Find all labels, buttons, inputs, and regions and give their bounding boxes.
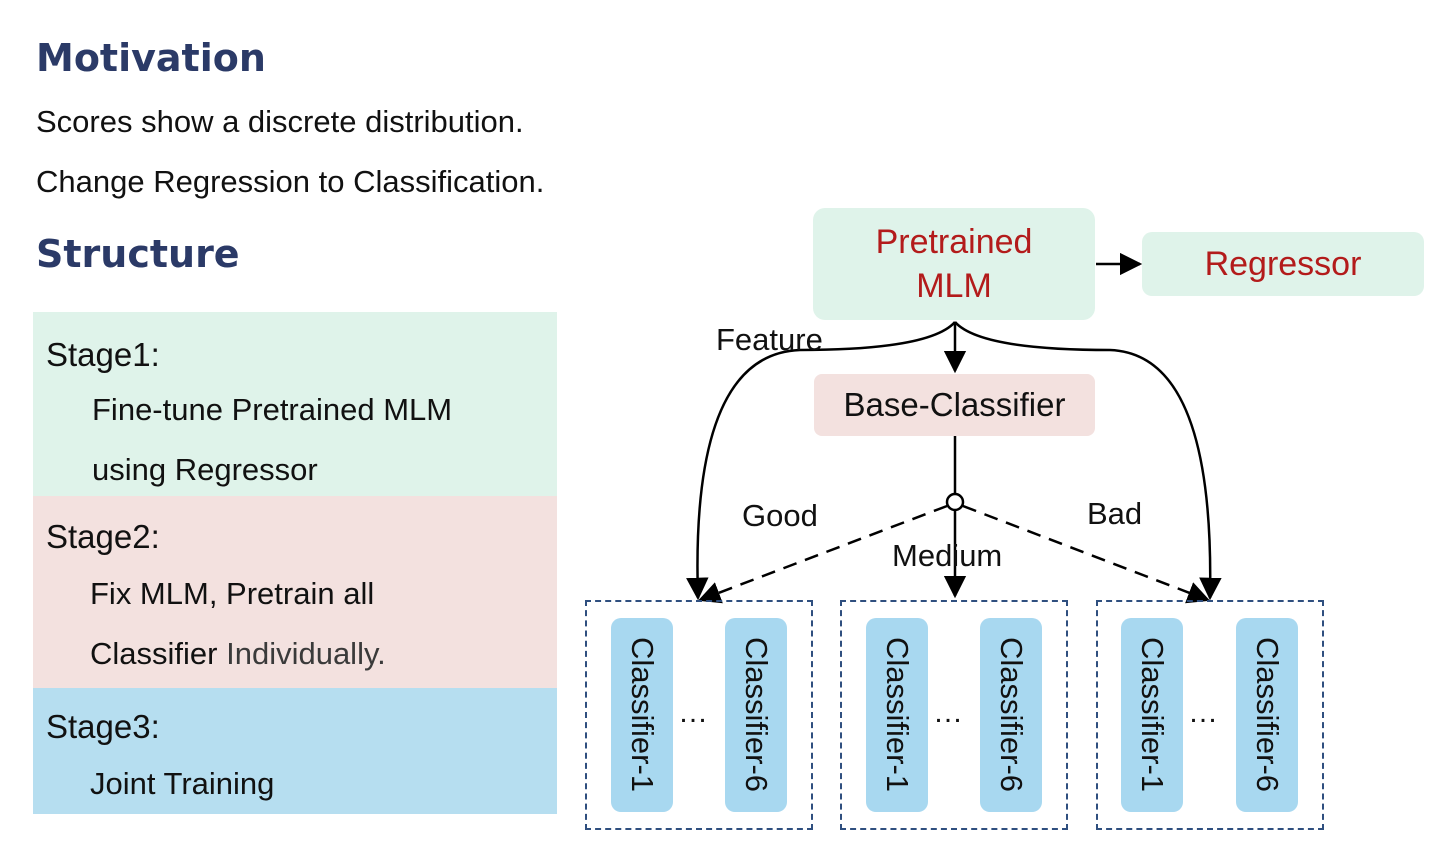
classifier-group-bad bbox=[1096, 600, 1324, 830]
group-bad-classifier-first: Classifier-1 bbox=[1121, 618, 1183, 812]
stage-1-line-2: using Regressor bbox=[92, 452, 318, 487]
group-good-classifier-first: Classifier-1 bbox=[611, 618, 673, 812]
stage-3-line-1: Joint Training bbox=[90, 766, 275, 801]
stage-2-title: Stage2: bbox=[46, 518, 160, 555]
stage-2-line-2-b: Individually. bbox=[226, 636, 386, 671]
branch-good bbox=[697, 504, 948, 604]
feature-curve-right bbox=[954, 321, 1222, 601]
group-medium-classifier-first: Classifier-1 bbox=[866, 618, 928, 812]
stage-3-panel: Stage3: Joint Training bbox=[33, 688, 557, 814]
branch-point bbox=[945, 492, 965, 512]
group-bad-ellipsis: … bbox=[1188, 696, 1218, 729]
stage-2-line-2: Classifier Individually. bbox=[90, 636, 386, 672]
group-medium-classifier-last-label: Classifier-6 bbox=[994, 637, 1029, 793]
stage-3-title: Stage3: bbox=[46, 708, 160, 745]
stage-1-title: Stage1: bbox=[46, 336, 160, 373]
base-classifier-label: Base-Classifier bbox=[843, 386, 1066, 423]
edge-label-feature: Feature bbox=[716, 322, 823, 357]
motivation-line-1: Scores show a discrete distribution. bbox=[36, 104, 524, 139]
group-medium-ellipsis: … bbox=[933, 696, 963, 729]
group-medium-classifier-first-label: Classifier-1 bbox=[880, 637, 915, 793]
pretrained-mlm-line-1: Pretrained bbox=[875, 223, 1033, 261]
group-bad-classifier-first-label: Classifier-1 bbox=[1135, 637, 1170, 793]
stage-1-panel: Stage1: Fine-tune Pretrained MLM using R… bbox=[33, 312, 557, 496]
motivation-heading: Motivation bbox=[36, 36, 266, 80]
group-medium-classifier-last: Classifier-6 bbox=[980, 618, 1042, 812]
classifier-group-medium bbox=[840, 600, 1068, 830]
regressor-node: Regressor bbox=[1142, 232, 1424, 296]
group-good-classifier-last: Classifier-6 bbox=[725, 618, 787, 812]
edge-label-medium: Medium bbox=[892, 538, 1003, 573]
group-good-classifier-last-label: Classifier-6 bbox=[739, 637, 774, 793]
group-bad-classifier-last: Classifier-6 bbox=[1236, 618, 1298, 812]
group-good-classifier-first-label: Classifier-1 bbox=[625, 637, 660, 793]
motivation-line-2: Change Regression to Classification. bbox=[36, 164, 545, 199]
group-bad-classifier-last-label: Classifier-6 bbox=[1250, 637, 1285, 793]
base-classifier-node: Base-Classifier bbox=[814, 374, 1095, 436]
pretrained-mlm-node: Pretrained MLM bbox=[813, 208, 1095, 320]
regressor-label: Regressor bbox=[1204, 245, 1362, 283]
stage-1-line-1: Fine-tune Pretrained MLM bbox=[92, 392, 453, 427]
branch-bad bbox=[962, 504, 1211, 604]
pretrained-mlm-line-2: MLM bbox=[916, 267, 992, 305]
feature-curve-left bbox=[686, 321, 956, 601]
classifier-group-good bbox=[585, 600, 813, 830]
edge-label-good: Good bbox=[742, 498, 818, 533]
stage-2-line-2-a: Classifier bbox=[90, 636, 218, 671]
group-good-ellipsis: … bbox=[678, 696, 708, 729]
stage-2-line-1: Fix MLM, Pretrain all bbox=[90, 576, 375, 611]
structure-heading: Structure bbox=[36, 232, 240, 276]
edge-label-bad: Bad bbox=[1087, 496, 1143, 531]
stage-2-panel: Stage2: Fix MLM, Pretrain all Classifier… bbox=[33, 496, 557, 688]
